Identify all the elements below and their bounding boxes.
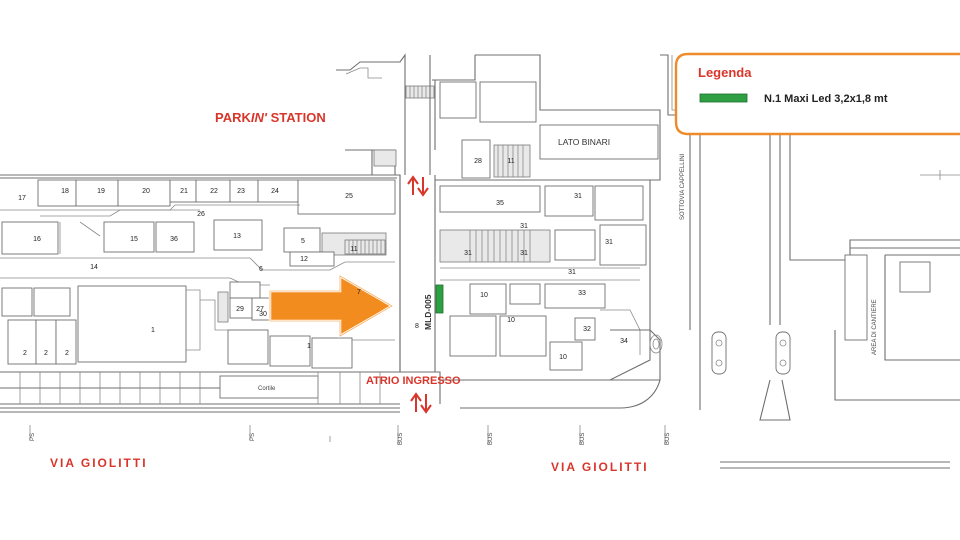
parking-station-label: PARKIN' STATION	[215, 110, 326, 125]
lato-binari-label: LATO BINARI	[558, 137, 610, 147]
room-number: 36	[170, 236, 178, 243]
street-mark: BUS	[488, 433, 494, 445]
room-number: 10	[507, 317, 515, 324]
room-number: 31	[464, 250, 472, 257]
room-number: 1	[151, 327, 155, 334]
atrio-ingresso-label: ATRIO INGRESSO	[366, 375, 461, 387]
orange-arrow-icon	[268, 273, 395, 339]
via-giolitti-right-label: VIA GIOLITTI	[551, 460, 649, 474]
up-down-arrow-icon	[407, 175, 429, 197]
street-mark: PS	[30, 433, 36, 441]
street-dashes	[29, 425, 666, 445]
room-number: 14	[90, 264, 98, 271]
room-number: 8	[415, 323, 419, 330]
room-number: 29	[236, 306, 244, 313]
room-number: 28	[474, 158, 482, 165]
room-number: 32	[583, 326, 591, 333]
room-number: 10	[480, 292, 488, 299]
right-roads	[0, 135, 960, 469]
room-number: 27	[256, 306, 264, 313]
area-cantiere-label: AREA DI CANTIERE	[872, 299, 878, 355]
room-number: 30	[259, 311, 267, 318]
cortile-label: Cortile	[258, 386, 276, 392]
room-number: 18	[61, 188, 69, 195]
room-number: 23	[237, 188, 245, 195]
legend-swatch	[699, 93, 748, 103]
room-number: 25	[345, 193, 353, 200]
street-mark: BUS	[665, 433, 671, 445]
top-structures	[336, 53, 705, 181]
room-number: 33	[578, 290, 586, 297]
via-giolitti-left-label: VIA GIOLITTI	[50, 456, 148, 470]
room-number: 35	[496, 200, 504, 207]
room-number: 12	[300, 256, 308, 263]
room-number: 13	[233, 233, 241, 240]
room-number: 16	[33, 236, 41, 243]
legend-title: Legenda	[698, 65, 752, 80]
room-number: 20	[142, 188, 150, 195]
street-marks: PS PS BUS BUS BUS BUS	[30, 433, 671, 445]
room-number: 5	[301, 238, 305, 245]
legend: Legenda N.1 Maxi Led 3,2x1,8 mt	[674, 52, 960, 136]
mld-label: MLD-005	[423, 294, 433, 330]
room-number: 22	[210, 188, 218, 195]
room-number: 11	[350, 246, 357, 253]
room-number: 31	[520, 250, 528, 257]
room-number: 15	[130, 236, 138, 243]
room-number: 1	[307, 343, 311, 350]
room-number: 2	[23, 350, 27, 357]
legend-item-label: N.1 Maxi Led 3,2x1,8 mt	[764, 93, 888, 105]
street-mark: BUS	[398, 433, 404, 445]
sottovia-label: SOTTOVIA CAPPELLINI	[680, 153, 686, 220]
room-number: 6	[259, 266, 263, 273]
room-number: 19	[97, 188, 105, 195]
room-number: 21	[180, 188, 188, 195]
stairs-left	[344, 239, 386, 255]
right-center-building	[435, 179, 663, 381]
street-mark: PS	[250, 433, 256, 441]
central-corridor	[399, 175, 441, 404]
room-number: 26	[197, 211, 205, 218]
room-number: 31	[574, 193, 582, 200]
left-building	[0, 174, 401, 405]
room-number: 31	[605, 239, 613, 246]
room-number: 2	[44, 350, 48, 357]
room-number: 31	[568, 269, 576, 276]
room-number: 7	[357, 289, 361, 296]
room-number: 24	[271, 188, 279, 195]
room-number: 2	[65, 350, 69, 357]
led-screen-marker-icon	[435, 284, 444, 314]
room-number: 31	[520, 223, 528, 230]
room-number: 34	[620, 338, 628, 345]
room-number: 17	[18, 195, 26, 202]
up-down-arrow-icon	[410, 392, 432, 414]
room-numbers: 17 18 19 20 21 22 23 24 25 26 16 15 36 1…	[18, 158, 628, 361]
room-number: 11	[507, 158, 514, 165]
street-mark: BUS	[580, 433, 586, 445]
room-number: 10	[559, 354, 567, 361]
